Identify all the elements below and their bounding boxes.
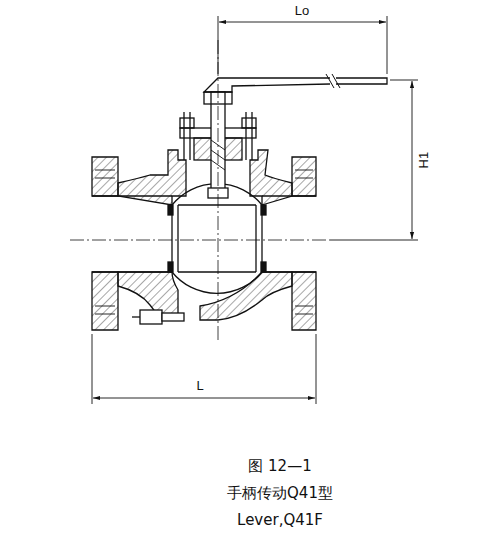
figure-subtitle: Lever,Q41F	[237, 512, 323, 529]
dimension-label: Lo	[294, 4, 310, 18]
figure-title: 手柄传动Q41型	[227, 485, 333, 502]
dimension-label: L	[195, 379, 204, 393]
figure-caption: 图 12—1	[248, 458, 311, 475]
valve-body	[92, 74, 387, 330]
dimension-label: H1	[417, 151, 431, 170]
center-lines	[70, 40, 330, 340]
dimension-lines	[92, 16, 418, 404]
